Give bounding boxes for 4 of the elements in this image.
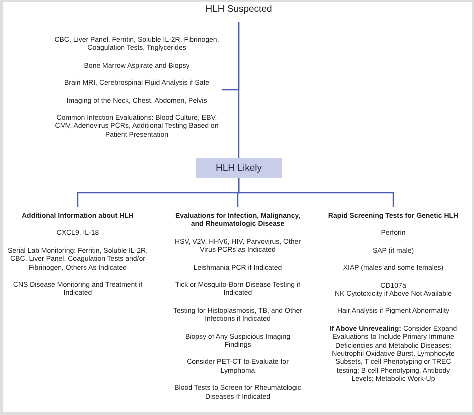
connector-line: [222, 22, 240, 91]
title-text: HLH Suspected: [206, 4, 272, 16]
connector-line: [238, 178, 394, 207]
stage-box: HLH Likely: [196, 158, 282, 178]
